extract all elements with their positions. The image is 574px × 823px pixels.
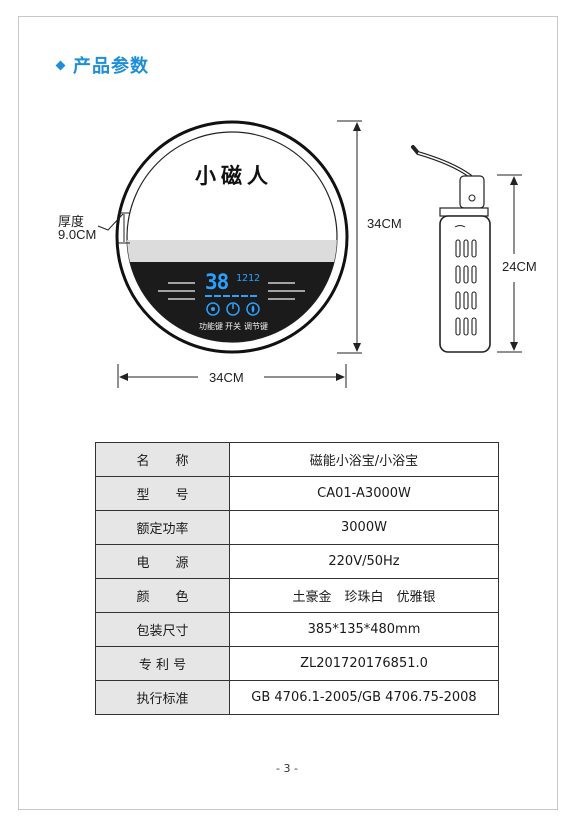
spec-key: 名 称: [95, 442, 230, 477]
section-heading-text: 产品参数: [73, 56, 149, 77]
heater-grey-band: [127, 240, 337, 262]
panel-decor-lines: [158, 282, 305, 300]
remote-handle: [459, 175, 485, 209]
spec-value: 土豪金 珍珠白 优雅银: [229, 578, 499, 613]
power-button-icon[interactable]: [226, 302, 240, 316]
spec-key: 包装尺寸: [95, 612, 230, 647]
spec-key: 型 号: [95, 476, 230, 511]
adjust-button-icon[interactable]: [246, 302, 260, 316]
remote-body: [439, 215, 491, 353]
remote-vent-slots: [455, 239, 477, 336]
spec-value: GB 4706.1-2005/GB 4706.75-2008: [229, 680, 499, 715]
spec-key: 专 利 号: [95, 646, 230, 681]
spec-key: 电 源: [95, 544, 230, 579]
page-number: - 3 -: [276, 762, 298, 775]
display-temperature: 38: [205, 270, 229, 294]
power-key-label: 开关: [225, 322, 241, 331]
spec-key: 执行标准: [95, 680, 230, 715]
brand-logo: 小磁人: [195, 163, 273, 188]
table-row: 颜 色土豪金 珍珠白 优雅银: [95, 578, 499, 613]
section-heading: 产品参数: [55, 52, 149, 78]
spec-value: CA01-A3000W: [229, 476, 499, 511]
thickness-value: 9.0CM: [58, 227, 97, 242]
spec-key: 额定功率: [95, 510, 230, 545]
spec-value: 磁能小浴宝/小浴宝: [229, 442, 499, 477]
spec-key: 颜 色: [95, 578, 230, 613]
table-row: 名 称磁能小浴宝/小浴宝: [95, 442, 499, 477]
display-time: 1212: [236, 273, 261, 284]
height-dimension-label: 34CM: [367, 216, 402, 231]
remote-height-label: 24CM: [502, 259, 537, 274]
spec-value: ZL201720176851.0: [229, 646, 499, 681]
width-dimension-label: 34CM: [209, 370, 244, 385]
adjust-key-label: 调节键: [244, 322, 268, 331]
spec-value: 220V/50Hz: [229, 544, 499, 579]
thickness-label: 厚度: [58, 214, 85, 229]
function-button-icon[interactable]: [206, 302, 220, 316]
spec-value: 385*135*480mm: [229, 612, 499, 647]
spec-value: 3000W: [229, 510, 499, 545]
function-key-label: 功能键: [199, 322, 223, 331]
